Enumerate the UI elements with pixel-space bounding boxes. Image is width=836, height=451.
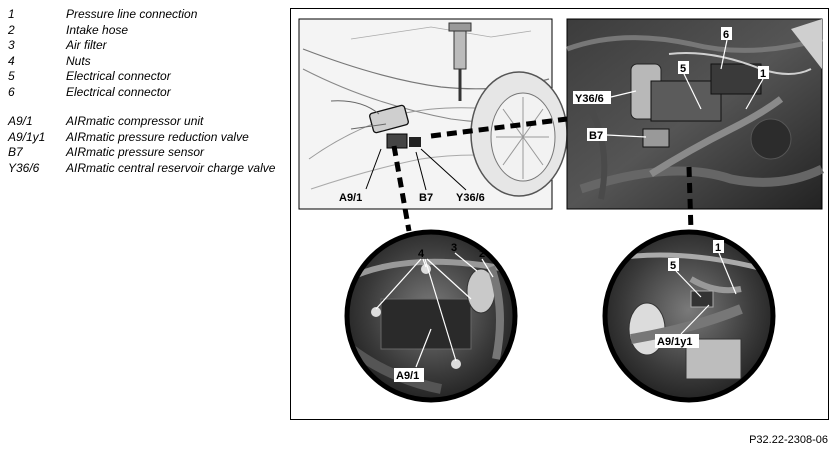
circle-right-leader-lines — [675, 252, 737, 335]
circle-left-leader-lines — [375, 252, 494, 368]
legend-code: 1 — [8, 7, 15, 21]
legend-item: 5 Electrical connector — [8, 69, 278, 85]
legend-text: Electrical connector — [66, 69, 171, 83]
figure-caption: P32.22-2308-06 — [749, 434, 828, 446]
overview-photo — [298, 18, 568, 210]
legend-text: Air filter — [66, 38, 107, 52]
overview-label-a91: A9/1 — [339, 192, 362, 204]
circle-left-label-4: 4 — [418, 248, 425, 260]
detail-label-6: 6 — [723, 29, 729, 41]
detail-label-y366: Y36/6 — [575, 93, 604, 105]
circle-right-label-a91y1: A9/1y1 — [657, 336, 692, 348]
legend-item: 2 Intake hose — [8, 23, 278, 39]
circle-left-label-3: 3 — [451, 242, 457, 254]
legend-text: Electrical connector — [66, 84, 171, 99]
circle-left-label-2: 2 — [479, 248, 485, 260]
label-box — [713, 240, 724, 253]
label-box — [394, 368, 424, 382]
component-item: A9/1y1 AIRmatic pressure reduction valve — [8, 130, 278, 146]
legend-code: 3 — [8, 38, 15, 52]
label-box — [758, 66, 769, 79]
component-text: AIRmatic central reservoir charge valve — [66, 160, 276, 175]
detail-photo — [566, 18, 824, 210]
component-text: AIRmatic compressor unit — [66, 114, 204, 128]
dashed-connector — [430, 116, 568, 139]
legend-text: Intake hose — [66, 22, 129, 37]
overview-label-y366: Y36/6 — [456, 192, 485, 204]
label-box — [721, 27, 732, 40]
legend-item: 3 Air filter — [8, 38, 278, 54]
component-code: A9/1y1 — [8, 129, 46, 144]
legend-code: 5 — [8, 69, 15, 83]
legend-code: 6 — [8, 84, 15, 99]
figure-canvas: A9/1 B7 Y36/6 Y36/6 B7 5 6 1 — [298, 18, 824, 403]
component-code: A9/1 — [8, 114, 33, 128]
component-item: Y36/6 AIRmatic central reservoir charge … — [8, 161, 278, 192]
overview-label-b7: B7 — [419, 192, 433, 204]
legend-spacer — [8, 100, 278, 114]
component-text: AIRmatic pressure reduction valve — [66, 129, 249, 144]
label-box — [678, 61, 689, 74]
figure-frame: A9/1 B7 Y36/6 Y36/6 B7 5 6 1 — [290, 8, 829, 420]
component-code: B7 — [8, 145, 23, 159]
label-box — [655, 334, 699, 348]
legend-item: 6 Electrical connector — [8, 85, 278, 101]
circle-detail-left — [347, 232, 515, 400]
detail-label-1: 1 — [760, 68, 766, 80]
component-text: AIRmatic pressure sensor — [66, 145, 205, 159]
circle-left-border — [344, 229, 518, 403]
component-item: A9/1 AIRmatic compressor unit — [8, 114, 278, 130]
legend-text: Pressure line connection — [66, 7, 198, 21]
circle-left-label-a91: A9/1 — [396, 370, 419, 382]
circle-right-label-5: 5 — [670, 260, 676, 272]
overview-leader-lines — [365, 148, 467, 191]
component-item: B7 AIRmatic pressure sensor — [8, 145, 278, 161]
legend-code: 4 — [8, 53, 15, 68]
legend-code: 2 — [8, 22, 15, 37]
legend-item: 1 Pressure line connection — [8, 7, 278, 23]
legend-item: 4 Nuts — [8, 54, 278, 70]
label-box — [587, 128, 607, 141]
label-box — [573, 91, 611, 104]
component-code: Y36/6 — [8, 160, 40, 175]
circle-right-border — [602, 229, 776, 403]
detail-label-b7: B7 — [589, 130, 603, 142]
dashed-connector — [391, 145, 412, 232]
dashed-connector — [686, 166, 694, 232]
detail-label-5: 5 — [680, 63, 686, 75]
circle-detail-right — [605, 232, 773, 400]
label-box — [668, 258, 679, 271]
legend-text: Nuts — [66, 53, 91, 68]
detail-leader-lines — [606, 39, 764, 138]
legend: 1 Pressure line connection 2 Intake hose… — [8, 7, 278, 192]
circle-right-label-1: 1 — [715, 242, 721, 254]
